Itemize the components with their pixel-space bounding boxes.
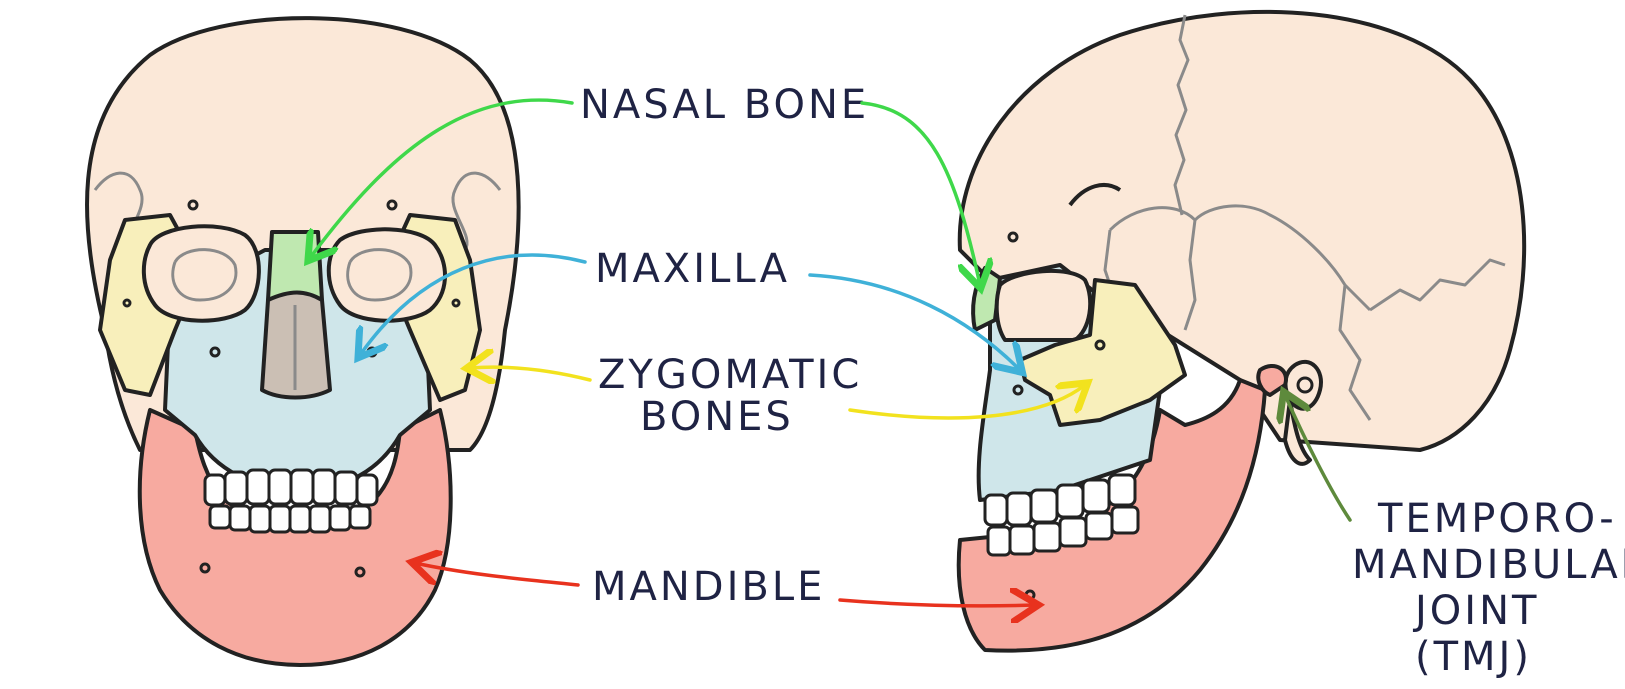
orbit-right [326, 227, 448, 323]
arrow-maxilla-side [808, 273, 1020, 370]
orbit-left [141, 224, 261, 323]
label-tmj-line2: MANDIBULAR [1352, 542, 1625, 588]
suture-front-right [451, 171, 502, 251]
occipital-suture [1338, 284, 1372, 421]
infraorbital-foramen-side [1012, 384, 1024, 396]
cranium-side [957, 9, 1527, 452]
parietal-lower-suture [1183, 219, 1197, 331]
label-maxilla: MAXILLA [595, 246, 790, 292]
arrow-zygomatic-side [848, 385, 1085, 420]
arrow-tmj [1285, 395, 1352, 522]
supraorbital-foramen-side [1007, 231, 1019, 243]
skull-front-view [85, 16, 521, 667]
label-nasal-bone: NASAL BONE [580, 82, 869, 128]
nasal-bone-front [266, 230, 324, 302]
label-tmj-line1: TEMPORO- [1377, 496, 1617, 542]
orbit-side [994, 268, 1093, 342]
label-tmj-line4: (TMJ) [1415, 634, 1532, 680]
arrow-zygomatic-front [470, 367, 592, 380]
labels: NASAL BONE MAXILLA ZYGOMATIC BONES MANDI… [580, 82, 1625, 680]
orbit-inner-left [171, 248, 238, 302]
orbit-inner-right [346, 248, 413, 302]
label-zygomatic-line2: BONES [640, 394, 794, 440]
arrows [310, 98, 1352, 606]
infraorbital-foramen-left [209, 346, 221, 358]
supraorbital-foramen-right [386, 199, 398, 211]
teeth-side [983, 473, 1140, 557]
label-tmj-line3: JOINT [1412, 588, 1539, 634]
mental-foramen-left [199, 562, 211, 574]
arrow-mandible-side [838, 600, 1035, 606]
teeth-front [203, 468, 379, 534]
brow-ridge-side [1068, 183, 1122, 207]
lambdoid-suture [1369, 258, 1506, 312]
zygomatic-foramen-left [122, 298, 132, 308]
arrow-mandible-front [415, 563, 580, 587]
ear-canal-opening [1296, 376, 1314, 394]
arrow-nasal-side [860, 101, 980, 285]
squamosal-suture [1108, 204, 1372, 312]
zygomatic-foramen-side [1094, 339, 1106, 351]
zygomatic-foramen-right [451, 298, 461, 308]
coronal-suture [1173, 14, 1190, 216]
arrow-maxilla-front [360, 253, 587, 355]
mental-foramen-right [354, 566, 366, 578]
arrow-nasal-front [310, 98, 574, 258]
label-mandible: MANDIBLE [592, 564, 825, 610]
label-zygomatic-line1: ZYGOMATIC [598, 352, 862, 398]
supraorbital-foramen-left [187, 199, 199, 211]
